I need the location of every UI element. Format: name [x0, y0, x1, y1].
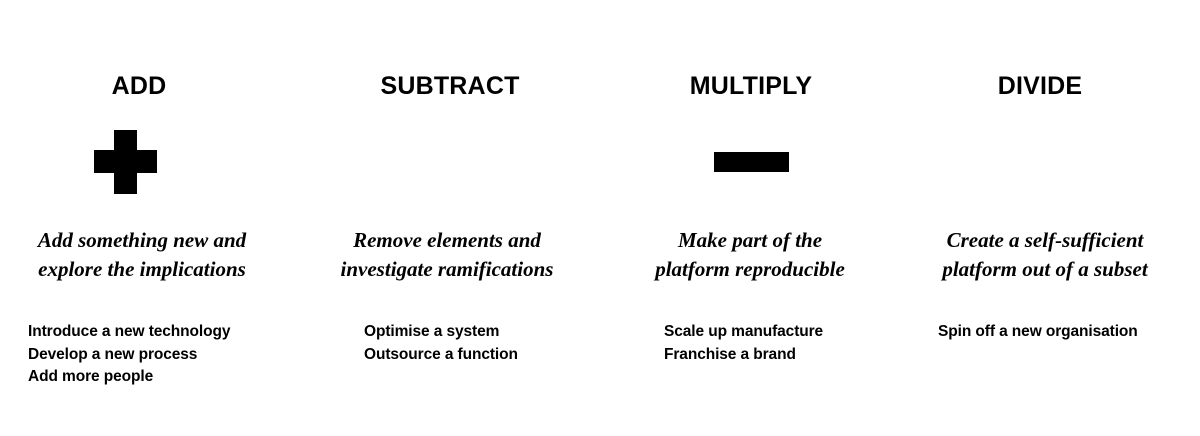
column-divide: DIVIDE Create a self-sufficient platform… [900, 0, 1200, 436]
column-heading-divide: DIVIDE [997, 72, 1083, 100]
list-item: Add more people [28, 368, 154, 385]
column-description-multiply: Make part of the platform reproducible [655, 228, 845, 281]
column-subtract: SUBTRACT Remove elements and investigate… [300, 0, 789, 436]
symbol-stage-divide [900, 118, 1200, 208]
list-item: Develop a new process [28, 345, 198, 363]
example-list-add: Introduce a new technology Develop a new… [28, 321, 230, 389]
example-list-divide: Spin off a new organisation [938, 321, 1138, 344]
example-list-subtract: Optimise a system Outsource a function [364, 321, 518, 366]
column-add: ADD Add something new and explore the im… [0, 0, 300, 436]
minus-icon [701, 118, 801, 208]
minus-icon-bar [714, 152, 789, 172]
symbol-stage-add [0, 118, 300, 208]
list-item: Scale up manufacture [664, 323, 824, 340]
column-description-add: Add something new and explore the implic… [37, 228, 247, 281]
example-list-multiply: Scale up manufacture Franchise a brand [664, 321, 823, 366]
column-multiply: MULTIPLY Make part of the platform repro… [600, 0, 900, 436]
list-item: Spin off a new organisation [938, 323, 1138, 340]
column-heading-add: ADD [111, 72, 167, 100]
column-description-divide: Create a self-sufficient platform out of… [942, 228, 1148, 281]
column-heading-subtract: SUBTRACT [380, 72, 520, 100]
list-item: Outsource a function [364, 345, 518, 363]
list-item: Introduce a new technology [28, 323, 231, 340]
column-description-subtract: Remove elements and investigate ramifica… [340, 228, 554, 281]
list-item: Franchise a brand [664, 345, 796, 363]
symbol-stage-subtract [300, 118, 789, 208]
plus-icon-vertical-bar [114, 130, 137, 194]
plus-icon [90, 118, 190, 208]
list-item: Optimise a system [364, 323, 500, 340]
column-heading-multiply: MULTIPLY [689, 72, 813, 100]
symbol-stage-multiply [600, 118, 900, 208]
